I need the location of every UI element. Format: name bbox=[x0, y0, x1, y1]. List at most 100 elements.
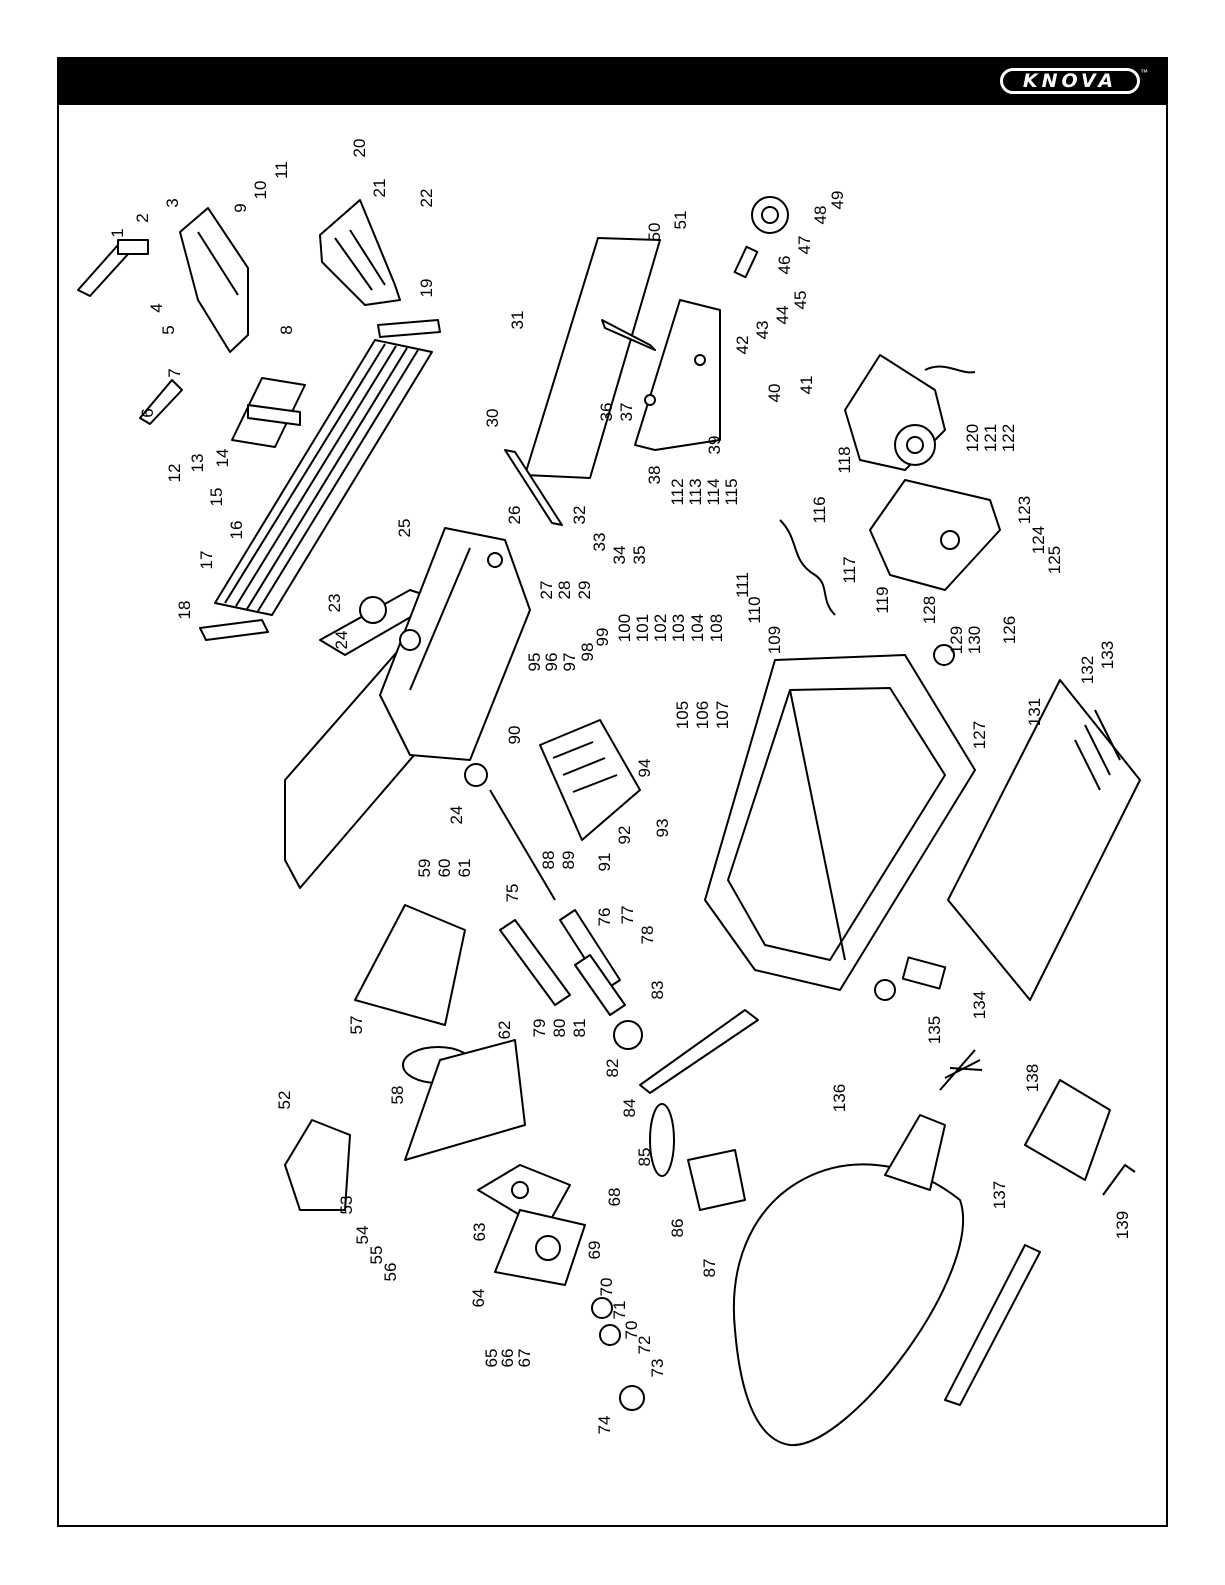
part-label: 94 bbox=[635, 759, 654, 778]
part-label: 55 bbox=[367, 1246, 386, 1265]
dust-port bbox=[284, 1119, 351, 1211]
pulley-ring-2 bbox=[599, 1324, 621, 1346]
part-label: 122 bbox=[999, 424, 1018, 452]
part-label: 112 bbox=[668, 478, 687, 505]
part-label: 137 bbox=[990, 1181, 1009, 1209]
part-label: 59 bbox=[415, 859, 434, 878]
part-label: 80 bbox=[550, 1019, 569, 1038]
part-label: 40 bbox=[765, 384, 784, 403]
part-label: 101 bbox=[633, 614, 652, 642]
height-knob bbox=[733, 196, 789, 279]
part-label: 21 bbox=[370, 179, 389, 198]
part-label: 132 bbox=[1078, 656, 1097, 684]
part-label: 63 bbox=[470, 1223, 489, 1242]
part-label: 136 bbox=[830, 1084, 849, 1112]
fence-bracket bbox=[231, 377, 306, 448]
part-label: 85 bbox=[635, 1148, 654, 1167]
part-label: 7 bbox=[165, 368, 184, 377]
part-label: 5 bbox=[159, 325, 178, 334]
part-label: 11 bbox=[272, 161, 291, 179]
fence-end-cap bbox=[199, 619, 269, 641]
part-label: 38 bbox=[645, 466, 664, 485]
brush bbox=[944, 1244, 1041, 1406]
part-label: 124 bbox=[1029, 526, 1048, 554]
part-label: 121 bbox=[981, 424, 1000, 452]
part-label: 20 bbox=[350, 139, 369, 158]
logo-text: KNOVA bbox=[1022, 70, 1118, 92]
part-label: 24 bbox=[332, 631, 351, 650]
part-label: 138 bbox=[1023, 1064, 1042, 1092]
dust-chute bbox=[354, 904, 466, 1026]
part-label: 99 bbox=[593, 628, 612, 647]
part-label: 135 bbox=[925, 1016, 944, 1044]
part-label: 53 bbox=[337, 1196, 356, 1215]
part-label: 117 bbox=[840, 556, 859, 583]
page-frame: KNOVA ™ bbox=[57, 57, 1168, 1527]
part-label: 74 bbox=[595, 1416, 614, 1435]
part-label: 123 bbox=[1015, 496, 1034, 524]
part-label: 62 bbox=[495, 1021, 514, 1040]
part-label: 1 bbox=[108, 228, 127, 237]
part-label: 47 bbox=[795, 236, 814, 255]
part-label: 46 bbox=[775, 256, 794, 275]
part-label: 77 bbox=[618, 906, 637, 925]
part-label: 139 bbox=[1113, 1211, 1132, 1239]
part-label: 97 bbox=[560, 653, 579, 672]
part-label: 109 bbox=[765, 626, 784, 654]
part-label: 41 bbox=[797, 376, 816, 395]
bearing-lower bbox=[464, 763, 488, 787]
part-label: 15 bbox=[207, 488, 226, 507]
part-label: 125 bbox=[1045, 546, 1064, 574]
part-label: 118 bbox=[835, 446, 854, 473]
drive-belt bbox=[639, 1009, 759, 1094]
part-label: 50 bbox=[645, 223, 664, 242]
part-label: 86 bbox=[668, 1219, 687, 1238]
part-label: 71 bbox=[610, 1301, 629, 1320]
motor-bracket bbox=[494, 1209, 586, 1286]
part-label: 52 bbox=[275, 1091, 294, 1110]
part-label: 92 bbox=[615, 826, 634, 845]
part-label: 89 bbox=[559, 851, 578, 870]
part-label: 100 bbox=[615, 614, 634, 642]
part-label: 91 bbox=[595, 853, 614, 872]
part-label: 111 bbox=[733, 572, 752, 598]
motor-pulley bbox=[619, 1385, 645, 1411]
part-label: 103 bbox=[669, 614, 688, 642]
part-label: 30 bbox=[483, 409, 502, 428]
part-label: 106 bbox=[693, 701, 712, 729]
part-label: 25 bbox=[395, 519, 414, 538]
part-label: 31 bbox=[508, 311, 527, 330]
spring bbox=[939, 1049, 983, 1091]
part-label: 126 bbox=[1000, 616, 1019, 644]
part-label: 26 bbox=[505, 506, 524, 525]
part-label: 10 bbox=[251, 181, 270, 200]
part-label: 65 bbox=[482, 1349, 501, 1368]
part-label: 60 bbox=[435, 859, 454, 878]
part-label: 19 bbox=[417, 279, 436, 298]
part-label: 108 bbox=[707, 614, 726, 642]
part-label: 128 bbox=[920, 596, 939, 624]
part-label: 116 bbox=[810, 496, 829, 523]
cutterhead-guard bbox=[539, 719, 641, 841]
fence-plate bbox=[377, 319, 441, 338]
header-bar: KNOVA ™ bbox=[59, 59, 1166, 105]
knife-gib bbox=[499, 909, 626, 1016]
part-label: 107 bbox=[713, 701, 732, 729]
part-label: 96 bbox=[542, 653, 561, 672]
part-label: 34 bbox=[610, 546, 629, 565]
part-label: 39 bbox=[705, 436, 724, 455]
part-label: 119 bbox=[873, 586, 892, 613]
part-label: 87 bbox=[700, 1259, 719, 1278]
part-label: 110 bbox=[745, 596, 764, 623]
part-label: 70 bbox=[622, 1321, 641, 1340]
part-label: 82 bbox=[603, 1059, 622, 1078]
part-label: 35 bbox=[630, 546, 649, 565]
part-label: 76 bbox=[595, 908, 614, 927]
part-label: 29 bbox=[575, 581, 594, 600]
part-label: 98 bbox=[578, 643, 597, 662]
part-label: 104 bbox=[688, 614, 707, 642]
cutterhead-shaft bbox=[489, 789, 556, 901]
hex-wrench bbox=[1102, 1164, 1136, 1196]
